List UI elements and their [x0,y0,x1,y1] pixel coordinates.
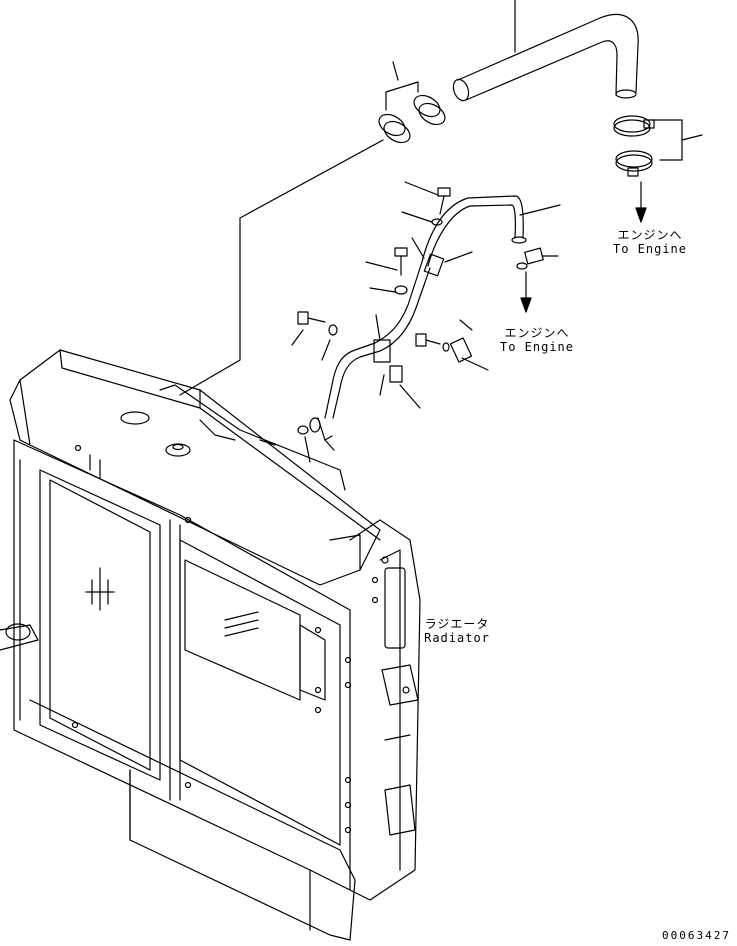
to-engine-middle-en-text: To Engine [499,340,575,354]
radiator-en-text: Radiator [424,631,490,645]
to-engine-right-en-text: To Engine [612,242,688,256]
bolts-and-washers [298,188,450,440]
callout-leader-lines [292,182,558,462]
bypass-hose [325,196,560,418]
to-engine-label-middle: エンジンへ To Engine [495,326,579,354]
hose-clamp-fittings [374,248,543,382]
hose-clamps-middle [180,62,449,395]
drawing-code: 00063427 [662,929,731,942]
radiator-label: ラジエータ Radiator [418,617,496,645]
to-engine-label-right: エンジンへ To Engine [608,228,692,256]
hose-clamps-right [614,116,702,222]
upper-radiator-hose [451,0,639,103]
to-engine-middle-jp-text: エンジンへ [504,326,570,340]
to-engine-right-jp-text: エンジンへ [617,228,683,242]
radiator-assembly [0,350,420,940]
radiator-jp-text: ラジエータ [424,617,490,631]
